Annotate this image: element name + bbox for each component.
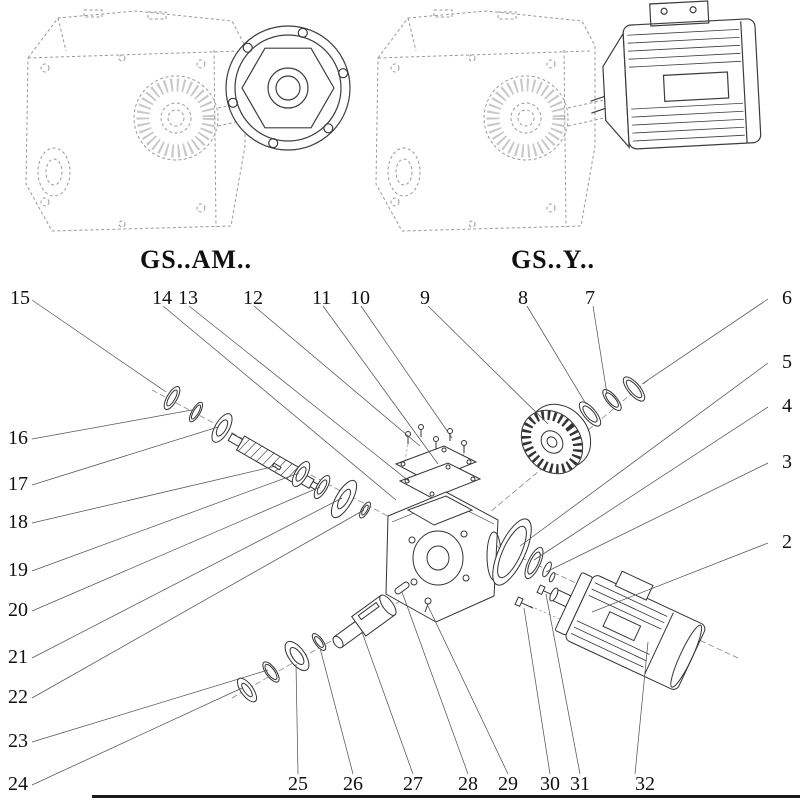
output-shaft [332, 594, 397, 649]
callout-29: 29 [498, 773, 518, 795]
callout-30: 30 [540, 773, 560, 795]
bearing [291, 461, 311, 487]
callout-23: 23 [8, 730, 28, 752]
washer [313, 474, 331, 500]
callout-19: 19 [8, 559, 28, 581]
bottom-edge-rule [92, 795, 800, 798]
callout-4: 4 [782, 395, 792, 417]
callout-32: 32 [635, 773, 655, 795]
callout-31: 31 [570, 773, 590, 795]
ring [578, 401, 602, 427]
callout-20: 20 [8, 599, 28, 621]
callout-15: 15 [10, 287, 30, 309]
motor-top [590, 0, 762, 150]
output-shaft-parts [236, 581, 432, 703]
motor-flange-ring [492, 518, 532, 586]
callout-28: 28 [458, 773, 478, 795]
callouts: 15 14 13 12 11 10 9 8 7 6 5 4 3 2 16 17 … [8, 287, 792, 795]
callout-9: 9 [420, 287, 430, 309]
bearing [211, 413, 233, 443]
snap-ring [189, 401, 203, 423]
small-rings [542, 561, 556, 583]
callout-3: 3 [782, 451, 792, 473]
output-flange [225, 25, 351, 151]
callout-22: 22 [8, 686, 28, 708]
helical-gear [520, 403, 592, 475]
cover-screws [405, 424, 467, 453]
gearbox-ghost-left [26, 10, 254, 231]
callout-8: 8 [518, 287, 528, 309]
callout-10: 10 [350, 287, 370, 309]
callout-12: 12 [243, 287, 263, 309]
gear-stage-parts [520, 376, 646, 475]
leader-lines [31, 298, 769, 786]
housing-group [385, 424, 502, 623]
gearbox-ghost-right [376, 10, 604, 231]
callout-13: 13 [178, 287, 198, 309]
small-ring [359, 501, 371, 519]
spacer-ring [311, 633, 327, 651]
screw [424, 597, 432, 613]
callout-7: 7 [585, 287, 595, 309]
callout-14: 14 [152, 287, 172, 309]
circlip [262, 661, 280, 683]
seal-ring [163, 385, 181, 411]
callout-5: 5 [782, 351, 792, 373]
callout-25: 25 [288, 773, 308, 795]
callout-18: 18 [8, 511, 28, 533]
callout-24: 24 [8, 773, 28, 795]
gs-am-drawing [26, 10, 351, 231]
motor-side-parts [492, 518, 706, 690]
bolt [514, 596, 534, 609]
callout-17: 17 [8, 473, 28, 495]
input-shaft-parts [163, 385, 371, 519]
callout-21: 21 [8, 646, 28, 668]
circlip [602, 389, 622, 411]
key [394, 581, 410, 595]
callout-11: 11 [312, 287, 331, 309]
callout-6: 6 [782, 287, 792, 309]
gear-housing [385, 491, 502, 623]
variant-label-gs-y: GS..Y.. [511, 245, 595, 274]
gs-y-drawing [376, 0, 762, 231]
callout-26: 26 [343, 773, 363, 795]
callout-2: 2 [782, 531, 792, 553]
pin [271, 462, 282, 471]
callout-27: 27 [403, 773, 423, 795]
ring [622, 376, 646, 402]
ring [524, 546, 544, 580]
callout-16: 16 [8, 427, 28, 449]
motor-exploded [549, 570, 706, 690]
bearing [284, 640, 310, 672]
gasket [398, 462, 482, 499]
variant-label-gs-am: GS..AM.. [140, 245, 252, 274]
shim-disc [330, 479, 358, 519]
